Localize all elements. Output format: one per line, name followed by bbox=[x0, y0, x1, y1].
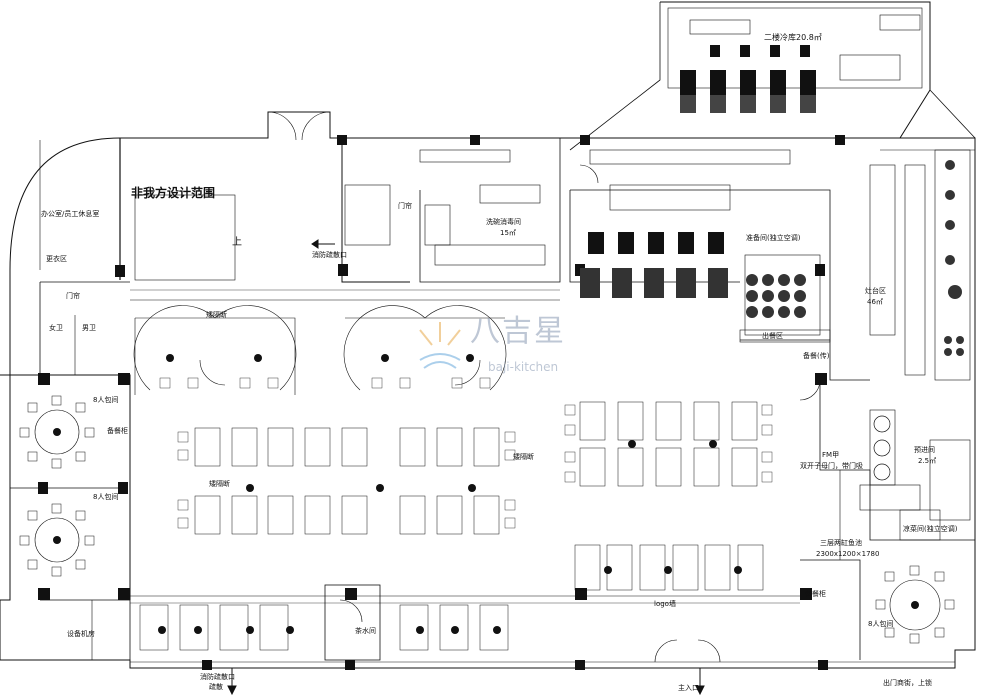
pre-room-label: 预进间 bbox=[914, 446, 935, 454]
male-wc-label: 男卫 bbox=[82, 324, 96, 332]
fire-exit-left-label: 消防疏散口 bbox=[312, 251, 347, 259]
cooking-area-size-label: 46㎡ bbox=[867, 298, 883, 306]
office-label: 办公室/员工休息室 bbox=[41, 210, 100, 218]
screen-partition-label-3: 矮隔断 bbox=[513, 453, 534, 461]
meal-cabinet-label-2: 备餐柜 bbox=[805, 590, 826, 598]
fm-note-label: 双开子母门，带门吸 bbox=[800, 462, 863, 470]
exit-door-label: 出门商街，上锁 bbox=[883, 679, 932, 687]
cold-room-small-label: 凉菜间(独立空调) bbox=[903, 525, 958, 533]
fish-tank-label: 三层两缸鱼池 bbox=[820, 539, 862, 547]
cooking-area-label: 灶台区 bbox=[865, 287, 886, 295]
female-wc-label: 女卫 bbox=[49, 324, 63, 332]
meal-cabinet-label: 备餐柜 bbox=[107, 427, 128, 435]
fm-door-label: FM甲 bbox=[822, 451, 840, 459]
screen-partition-top-label: 矮隔断 bbox=[206, 311, 227, 319]
main-entrance-label: 主入口 bbox=[678, 684, 699, 692]
washing-area-label: 15㎡ bbox=[500, 229, 516, 237]
fish-tank-size-label: 2300x1200×1780 bbox=[816, 550, 880, 558]
cold-room-2f-label: 二楼冷库20.8㎡ bbox=[764, 33, 822, 42]
washing-room-label: 洗碗消毒间 bbox=[486, 218, 521, 226]
private-room-8a-label: 8人包间 bbox=[93, 396, 119, 404]
watermark-logo: 八吉星 bbox=[470, 314, 566, 349]
equipment-room-label: 设备机房 bbox=[67, 630, 95, 638]
private-room-8c-label: 8人包间 bbox=[868, 620, 894, 628]
watermark-text: baji-kitchen bbox=[488, 360, 559, 374]
fire-exit-bottom-label: 消防疏散口 bbox=[200, 673, 235, 681]
locker-label: 更衣区 bbox=[46, 255, 67, 263]
logo-wall-label: logo墙 bbox=[654, 600, 676, 608]
tea-room-label: 茶水间 bbox=[355, 627, 376, 635]
door-curtain-label-2: 门帘 bbox=[398, 202, 412, 210]
private-room-8b-label: 8人包间 bbox=[93, 493, 119, 501]
prep-room-label: 准备间(独立空调) bbox=[746, 234, 801, 242]
fire-exit-bottom-label-2: 疏散 bbox=[209, 683, 223, 691]
backup-room-label: 备餐(传) bbox=[803, 352, 830, 360]
not-design-scope-label: 非我方设计范围 bbox=[131, 186, 216, 200]
counter-label: 出餐区 bbox=[762, 332, 783, 340]
screen-partition-label-2: 矮隔断 bbox=[209, 480, 230, 488]
door-curtain-label: 门帘 bbox=[66, 292, 80, 300]
stairs-up-label: 上 bbox=[232, 237, 242, 248]
pre-room-size-label: 2.5㎡ bbox=[918, 457, 937, 465]
